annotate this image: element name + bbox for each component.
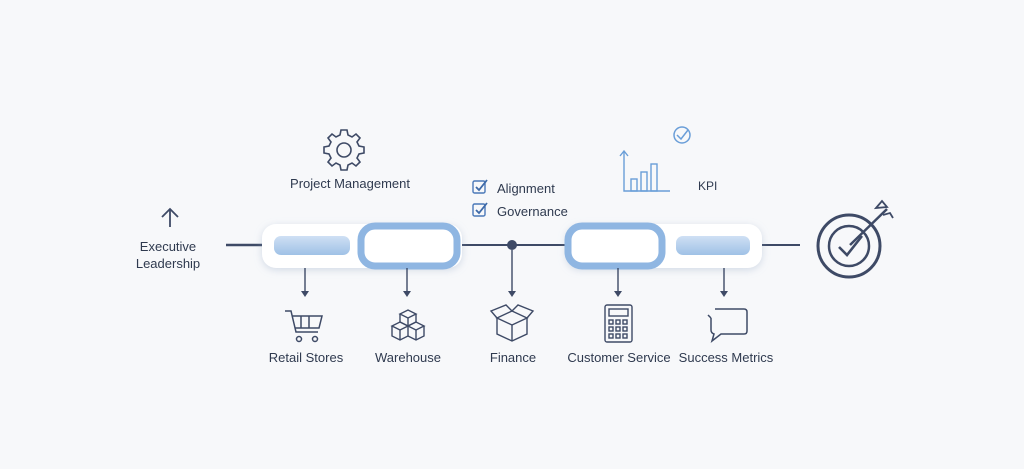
- chain-segment-right: [564, 222, 762, 270]
- executive-label-line2: Leadership: [135, 256, 201, 271]
- chain-link-right-2: [676, 236, 750, 255]
- drop-arrows: [301, 250, 728, 297]
- executive-label-line1: Executive: [139, 239, 197, 254]
- alignment-label: Alignment: [497, 181, 555, 196]
- check-circle-icon: [673, 126, 691, 144]
- executive-leadership-label: Executive Leadership: [136, 238, 200, 272]
- chat-bubble-icon: [707, 308, 748, 344]
- retail-stores-label: Retail Stores: [268, 350, 344, 365]
- kpi-label: KPI: [698, 179, 718, 193]
- warehouse-label: Warehouse: [375, 350, 441, 365]
- governance-label: Governance: [497, 204, 568, 219]
- junction-dot: [507, 240, 517, 250]
- bar-chart-icon: [619, 149, 670, 192]
- chain-link-left-2: [357, 222, 461, 270]
- arrow-up-icon: [161, 207, 179, 227]
- chain-link-left-1: [274, 236, 350, 255]
- target-arrow-icon: [816, 199, 894, 279]
- finance-label: Finance: [489, 350, 537, 365]
- open-box-icon: [489, 304, 535, 342]
- chain-segment-left: [262, 222, 462, 270]
- success-metrics-label: Success Metrics: [678, 350, 774, 365]
- chain-link-right-1: [564, 222, 666, 270]
- project-management-label: Project Management: [290, 176, 410, 191]
- checkbox-icon-governance: [472, 202, 488, 217]
- calculator-icon: [604, 304, 633, 343]
- checkbox-icon-alignment: [472, 179, 488, 194]
- boxes-icon: [390, 309, 426, 341]
- customer-service-label: Customer Service: [567, 350, 671, 365]
- gear-icon: [323, 129, 365, 171]
- shopping-cart-icon: [285, 310, 323, 343]
